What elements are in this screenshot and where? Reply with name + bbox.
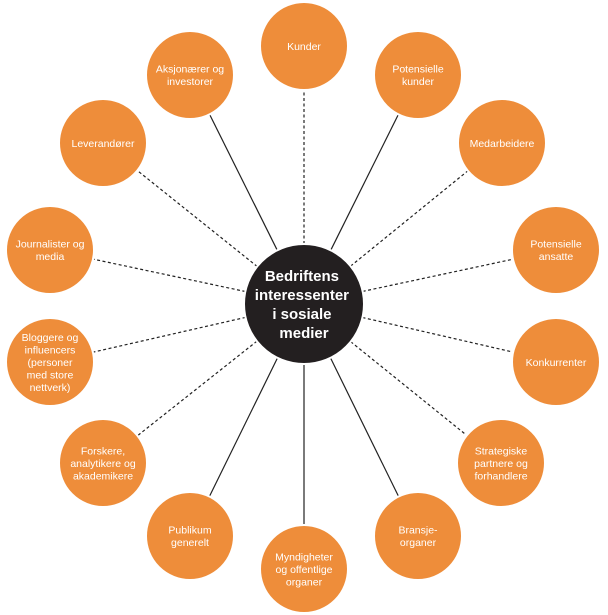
node-circle <box>511 205 601 295</box>
connector-aksjonaerer <box>209 114 278 251</box>
node-circle <box>457 98 547 188</box>
center-label: Bedriftens interessenter i sosiale medie… <box>255 268 353 342</box>
node-label-line: organer <box>400 537 437 549</box>
node-label-line: generelt <box>171 537 209 549</box>
node-circle <box>5 205 95 295</box>
connector-leverandorer <box>136 170 258 267</box>
node-label-line: (personer <box>28 357 73 369</box>
node-label-line: Forskere, <box>81 445 125 457</box>
node-label-line: investorer <box>167 76 214 88</box>
node-label-line: Bloggere og <box>22 332 79 344</box>
node-label-line: Potensielle <box>392 64 444 76</box>
node-label-line: med store <box>27 369 74 381</box>
node-circle <box>456 418 546 508</box>
node-label-line: Myndigheter <box>275 551 333 563</box>
connector-forskere <box>137 340 258 437</box>
node-label-line: analytikere og <box>70 458 136 470</box>
connector-bransjeorganer <box>329 357 400 497</box>
center-node: Bedriftens interessenter i sosiale medie… <box>243 243 365 365</box>
node-label: Leverandører <box>71 138 135 150</box>
connector-journalister <box>92 258 246 293</box>
node-label-line: Bransje- <box>398 525 438 537</box>
node-label-line: forhandlere <box>474 470 527 482</box>
node-label-line: Publikum <box>168 525 211 537</box>
node-label: Bransje-organer <box>398 525 438 550</box>
node-circle <box>373 30 463 120</box>
node-konkurrenter: Konkurrenter <box>511 317 601 407</box>
node-circle <box>259 1 349 91</box>
node-label-line: og offentlige <box>275 564 332 576</box>
node-medarbeidere: Medarbeidere <box>457 98 547 188</box>
node-label: Kunder <box>287 41 321 53</box>
node-label-line: Potensielle <box>530 239 582 251</box>
node-label-line: Aksjonærer og <box>156 64 224 76</box>
connector-publikum <box>208 357 279 497</box>
node-label-line: partnere og <box>474 458 528 470</box>
node-label: Konkurrenter <box>526 357 587 369</box>
connector-potensielle-ansatte <box>362 258 514 292</box>
node-bransjeorganer: Bransje-organer <box>373 491 463 581</box>
node-label-line: nettverk) <box>30 382 71 394</box>
node-leverandorer: Leverandører <box>58 98 148 188</box>
node-label-line: Leverandører <box>71 138 135 150</box>
node-label-line: Medarbeidere <box>470 138 535 150</box>
node-label: Medarbeidere <box>470 138 535 150</box>
node-label-line: kunder <box>402 76 435 88</box>
node-label-line: media <box>36 251 65 263</box>
center-circle <box>243 243 365 365</box>
connector-lines <box>92 90 514 525</box>
connector-medarbeidere <box>350 170 469 267</box>
center-label-line: interessenter <box>255 287 349 304</box>
node-circle <box>58 418 148 508</box>
node-circle <box>145 30 235 120</box>
node-label-line: ansatte <box>539 251 574 263</box>
center-label-line: i sosiale <box>272 306 331 323</box>
connector-konkurrenter <box>362 316 514 353</box>
node-label-line: akademikere <box>73 470 133 482</box>
connector-strategiske-partnere <box>350 341 468 436</box>
node-circle <box>145 491 235 581</box>
node-circle <box>5 317 95 407</box>
center-label-line: medier <box>279 325 328 342</box>
node-label-line: organer <box>286 576 323 588</box>
connector-potensielle-kunder <box>330 114 399 251</box>
node-circle <box>511 317 601 407</box>
node-label-line: Konkurrenter <box>526 357 587 369</box>
node-label-line: Journalister og <box>16 239 85 251</box>
node-label-line: influencers <box>25 344 76 356</box>
node-circle <box>58 98 148 188</box>
node-label-line: Strategiske <box>475 445 528 457</box>
node-kunder: Kunder <box>259 1 349 91</box>
node-label-line: Kunder <box>287 41 321 53</box>
connector-bloggere <box>92 316 246 353</box>
node-circle <box>373 491 463 581</box>
center-label-line: Bedriftens <box>265 268 339 285</box>
node-circle <box>259 524 349 614</box>
